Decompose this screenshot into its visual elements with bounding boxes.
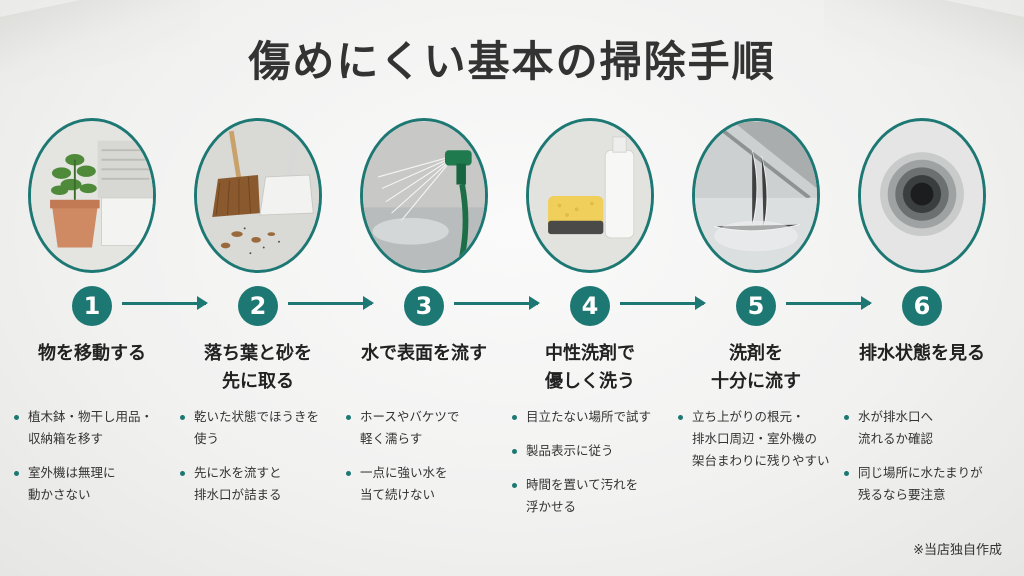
step-number-3: 3 — [404, 286, 444, 326]
step-bullets: 立ち上がりの根元・ 排水口周辺・室外機の 架台まわりに残りやすい — [678, 406, 840, 484]
step-title: 洗剤を 十分に流す — [711, 343, 801, 392]
step-number-4: 4 — [570, 286, 610, 326]
rinse-water-icon — [692, 118, 820, 273]
page-title: 傷めにくい基本の掃除手順 — [248, 37, 776, 86]
step-title: 排水状態を見る — [859, 343, 985, 364]
step-bullets: 目立たない場所で試す 製品表示に従う 時間を置いて汚れを 浮かせる — [512, 406, 674, 530]
bullet-item: 時間を置いて汚れを 浮かせる — [512, 474, 674, 518]
bullet-item: 植木鉢・物干し用品・ 収納箱を移す — [14, 406, 176, 450]
step-title: 中性洗剤で 優しく洗う — [545, 343, 635, 392]
arrow-right-icon — [620, 296, 706, 310]
bullet-item: ホースやバケツで 軽く濡らす — [346, 406, 508, 450]
bullet-item: 立ち上がりの根元・ 排水口周辺・室外機の 架台まわりに残りやすい — [678, 406, 840, 472]
step-number-2: 2 — [238, 286, 278, 326]
sponge-detergent-icon — [526, 118, 654, 273]
bullet-item: 先に水を流すと 排水口が詰まる — [180, 462, 342, 506]
step-title: 落ち葉と砂を 先に取る — [204, 343, 312, 392]
step-bullets: 水が排水口へ 流れるか確認 同じ場所に水たまりが 残るなら要注意 — [844, 406, 1006, 518]
step-title: 水で表面を流す — [361, 343, 487, 364]
drain-icon — [858, 118, 986, 273]
step-number-5: 5 — [736, 286, 776, 326]
step-bullets: 乾いた状態でほうきを 使う 先に水を流すと 排水口が詰まる — [180, 406, 342, 518]
bullet-item: 水が排水口へ 流れるか確認 — [844, 406, 1006, 450]
broom-dustpan-icon — [194, 118, 322, 273]
arrow-right-icon — [786, 296, 872, 310]
bullet-item: 同じ場所に水たまりが 残るなら要注意 — [844, 462, 1006, 506]
step-bullets: ホースやバケツで 軽く濡らす 一点に強い水を 当て続けない — [346, 406, 508, 518]
step-number-1: 1 — [72, 286, 112, 326]
arrow-right-icon — [122, 296, 208, 310]
bullet-item: 一点に強い水を 当て続けない — [346, 462, 508, 506]
bullet-item: 製品表示に従う — [512, 440, 674, 462]
arrow-right-icon — [288, 296, 374, 310]
step-number-6: 6 — [902, 286, 942, 326]
step-title: 物を移動する — [38, 343, 146, 364]
bullet-item: 目立たない場所で試す — [512, 406, 674, 428]
source-note: ※当店独自作成 — [913, 543, 1002, 558]
step-bullets: 植木鉢・物干し用品・ 収納箱を移す 室外機は無理に 動かさない — [14, 406, 176, 518]
bullet-item: 室外機は無理に 動かさない — [14, 462, 176, 506]
arrow-right-icon — [454, 296, 540, 310]
potted-plant-icon — [28, 118, 156, 273]
hose-nozzle-icon — [360, 118, 488, 273]
bullet-item: 乾いた状態でほうきを 使う — [180, 406, 342, 450]
